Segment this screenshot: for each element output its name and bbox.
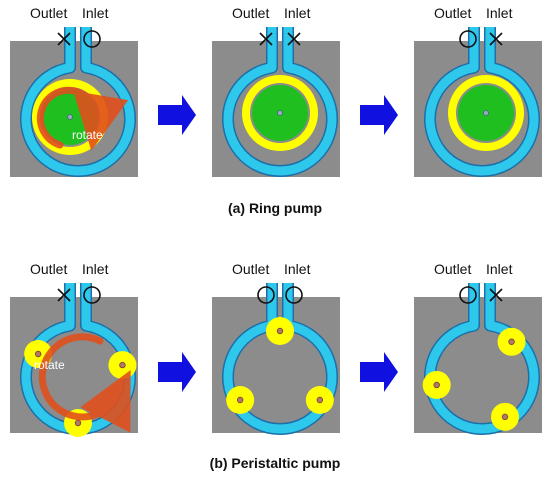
- ring-panel-3-inlet-label: Inlet: [486, 5, 513, 21]
- ring-panel-2-inlet-closed-valve-icon: [287, 32, 301, 46]
- ring-panel-1-rotate-label: rotate: [72, 128, 103, 142]
- peristaltic-panel-2-outlet-open-valve-icon: [257, 286, 275, 304]
- peristaltic-panel-3-fluid-channel: [425, 283, 539, 434]
- ring-panel-3-fluid-channel: [425, 27, 539, 176]
- ring-panel-3-inlet-closed-valve-icon: [489, 32, 503, 46]
- peristaltic-panel-2: [212, 283, 340, 435]
- ring-panel-1-outlet-closed-valve-icon: [57, 32, 71, 46]
- ring-panel-3: [414, 27, 542, 177]
- peristaltic-panel-1-outlet-label: Outlet: [30, 261, 67, 277]
- ring-panel-2-outlet-label: Outlet: [232, 5, 269, 21]
- peristaltic-panel-1-rotate-label: rotate: [34, 358, 65, 372]
- ring-panel-1-inlet-label: Inlet: [82, 5, 109, 21]
- peristaltic-panel-1-roller-axle-icon: [34, 350, 42, 358]
- peristaltic-panel-3-roller-axle-icon: [501, 413, 509, 421]
- peristaltic-panel-2-fluid-channel: [223, 283, 337, 434]
- ring-panel-2-outlet-closed-valve-icon: [259, 32, 273, 46]
- peristaltic-panel-1-roller-axle-icon: [119, 361, 126, 369]
- ring-panel-3-outlet-label: Outlet: [434, 5, 471, 21]
- peristaltic-panel-3-roller-axle-icon: [508, 338, 515, 345]
- ring-step-arrow-2-icon: [360, 95, 398, 135]
- peristaltic-panel-3: [414, 283, 542, 435]
- ring-panel-2: [212, 27, 340, 177]
- peristaltic-step-arrow-1-icon: [158, 352, 196, 392]
- ring-panel-1-inlet-open-valve-icon: [83, 30, 101, 48]
- peristaltic-panel-3-outlet-label: Outlet: [434, 261, 471, 277]
- peristaltic-panel-2-outlet-label: Outlet: [232, 261, 269, 277]
- peristaltic-panel-1: rotate: [10, 283, 138, 437]
- ring-pump-caption: (a) Ring pump: [228, 200, 322, 216]
- ring-panel-3-outlet-open-valve-icon: [459, 30, 477, 48]
- ring-panel-2-inlet-label: Inlet: [284, 5, 311, 21]
- peristaltic-panel-3-inlet-closed-valve-icon: [489, 288, 503, 302]
- peristaltic-panel-2-inlet-open-valve-icon: [285, 286, 303, 304]
- ring-panel-1-axle-icon: [67, 114, 73, 120]
- peristaltic-panel-1-inlet-label: Inlet: [82, 261, 109, 277]
- ring-panel-2-fluid-channel: [223, 27, 337, 176]
- peristaltic-panel-3-inlet-label: Inlet: [486, 261, 513, 277]
- ring-step-arrow-1-icon: [158, 95, 196, 135]
- ring-panel-3-axle-icon: [483, 110, 489, 116]
- peristaltic-panel-3-outlet-open-valve-icon: [459, 286, 477, 304]
- peristaltic-panel-1-rotate-arrow-icon: [38, 333, 131, 433]
- peristaltic-panel-3-roller-axle-icon: [433, 381, 440, 389]
- peristaltic-panel-2-roller-axle-icon: [276, 327, 284, 335]
- peristaltic-panel-1-outlet-closed-valve-icon: [57, 288, 71, 302]
- peristaltic-panel-2-inlet-label: Inlet: [284, 261, 311, 277]
- ring-panel-1-rotate-arrow-icon: [36, 86, 129, 151]
- ring-panel-1: rotate: [10, 27, 138, 177]
- peristaltic-panel-2-roller-axle-icon: [316, 396, 324, 404]
- peristaltic-panel-2-roller-axle-icon: [236, 396, 244, 404]
- ring-panel-1-outlet-label: Outlet: [30, 5, 67, 21]
- peristaltic-panel-1-inlet-open-valve-icon: [83, 286, 101, 304]
- peristaltic-step-arrow-2-icon: [360, 352, 398, 392]
- peristaltic-panel-1-roller-axle-icon: [74, 419, 82, 427]
- ring-panel-2-axle-icon: [277, 110, 283, 116]
- peristaltic-pump-caption: (b) Peristaltic pump: [210, 455, 341, 471]
